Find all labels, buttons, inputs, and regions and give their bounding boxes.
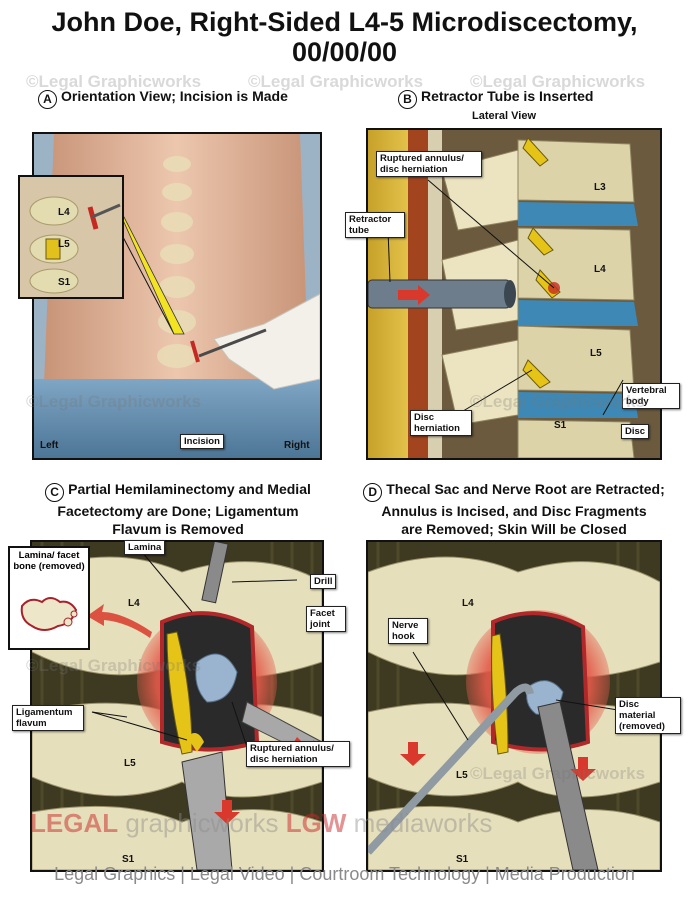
brand-watermark: LEGAL graphicworks LGW mediaworks [30,808,492,839]
drape [34,379,320,458]
ligamentum-flavum-label: Ligamentum flavum [12,705,84,731]
d-s1-label: S1 [456,854,469,865]
lateral-view-label: Lateral View [472,110,536,122]
arrow-down-c [214,800,240,824]
panel-d-heading-line2: Annulus is Incised, and Disc Fragments [381,503,647,519]
panel-d-disc-removal: L4 L5 S1 [366,540,662,872]
retractor-tube [368,279,511,309]
watermark: ©Legal Graphicworks [26,392,202,411]
brand-mediaworks: mediaworks [346,808,493,838]
c-l4-label: L4 [128,598,140,609]
inset-s1-label: S1 [58,277,71,288]
disc-label: Disc [621,424,650,439]
panel-a-heading-text: Orientation View; Incision is Made [61,88,288,104]
gloved-hand [213,293,320,390]
retracted-nerve-root [491,633,509,755]
right-label: Right [284,440,310,451]
disc-removal-illustration [368,542,660,870]
brand-graphicworks: graphicworks [118,808,279,838]
panel-c-heading-line2: Facetectomy are Done; Ligamentum [57,503,299,519]
scalpel [198,328,267,358]
panel-a-letter: A [38,90,57,109]
removed-bone-inset: Lamina/ facet bone (removed) [8,546,90,650]
left-label: Left [40,440,59,451]
panel-c-hemilaminectomy: L4 L5 S1 [30,540,324,872]
insertion-arrow [398,285,430,305]
ruptured-annulus-label-b: Ruptured annulus/ disc herniation [376,151,482,177]
panel-d-letter: D [363,483,383,502]
b-l3-label: L3 [594,182,606,193]
inset-l4-label: L4 [58,207,70,218]
posterior-view-illustration [32,542,322,870]
s1-bone [32,805,322,870]
b-l5-label: L5 [590,348,602,359]
footer-services: Legal Graphics | Legal Video | Courtroom… [54,864,635,884]
watermark: ©Legal Graphicworks [470,392,646,411]
suction-instrument [181,751,233,870]
panel-b-letter: B [398,90,417,109]
nerve-hook-label: Nerve hook [388,618,428,644]
watermark: ©Legal Graphicworks [248,72,424,91]
inset-l5-label: L5 [58,239,70,250]
bone-fragments-illustration [20,597,78,631]
lateral-spine-illustration [368,130,660,458]
panel-b-lateral-view: L3 L4 L5 S1 [366,128,662,460]
nerve-hook-instrument [368,683,534,855]
watermark: ©Legal Graphicworks [26,656,202,675]
arrow-down-left-d [400,742,426,766]
disc-herniation-label: Disc herniation [410,410,472,436]
ruptured-annulus-label-c: Ruptured annulus/ disc herniation [246,741,350,767]
lamina-removed-label: Lamina/ facet bone (removed) [13,550,85,572]
arrow-down-right-d [570,757,596,781]
page-date: 00/00/00 [291,37,398,67]
disc-material-label: Disc material (removed) [615,697,681,734]
facet-joint-label: Facet joint [306,606,346,632]
arrow-removed-bone [87,604,152,638]
nerve-root-c [166,631,193,755]
panel-b-heading-text: Retractor Tube is Inserted [421,88,594,104]
watermark: ©Legal Graphicworks [470,764,646,783]
lamina-label: Lamina [124,540,166,555]
watermark: ©Legal Graphicworks [470,72,646,91]
vertebral-body-label: Vertebral body [622,383,680,409]
d-l5-label: L5 [456,770,468,781]
panel-c-heading-line1: Partial Hemilaminectomy and Medial [68,481,311,497]
panel-c-heading-line3: Flavum is Removed [112,521,244,537]
c-s1-label: S1 [122,854,135,865]
b-s1-label: S1 [554,420,567,431]
watermark: ©Legal Graphicworks [26,72,202,91]
incision-mark [190,340,200,363]
incision-label: Incision [180,434,224,449]
drill-label: Drill [310,574,337,589]
pituitary-rongeur [537,701,599,870]
inset-spine-illustration [20,177,122,297]
page-title: John Doe, Right-Sided L4-5 Microdiscecto… [51,7,638,37]
b-l4-label: L4 [594,264,606,275]
disc-herniation-c [195,653,238,703]
brand-legal: LEGAL [30,808,119,838]
retractor-tube-label: Retractor tube [345,212,405,238]
panel-c-letter: C [45,483,65,502]
c-l5-label: L5 [124,758,136,769]
panel-d-heading-line1: Thecal Sac and Nerve Root are Retracted; [386,481,665,497]
discs [518,202,638,418]
panel-a-inset: L4 L5 S1 [18,175,124,299]
brand-lgw: LGW [285,808,347,838]
d-l4-label: L4 [462,598,474,609]
callout-pointer [105,181,185,335]
panel-d-heading-line3: are Removed; Skin Will be Closed [401,521,627,537]
drill [201,542,229,604]
